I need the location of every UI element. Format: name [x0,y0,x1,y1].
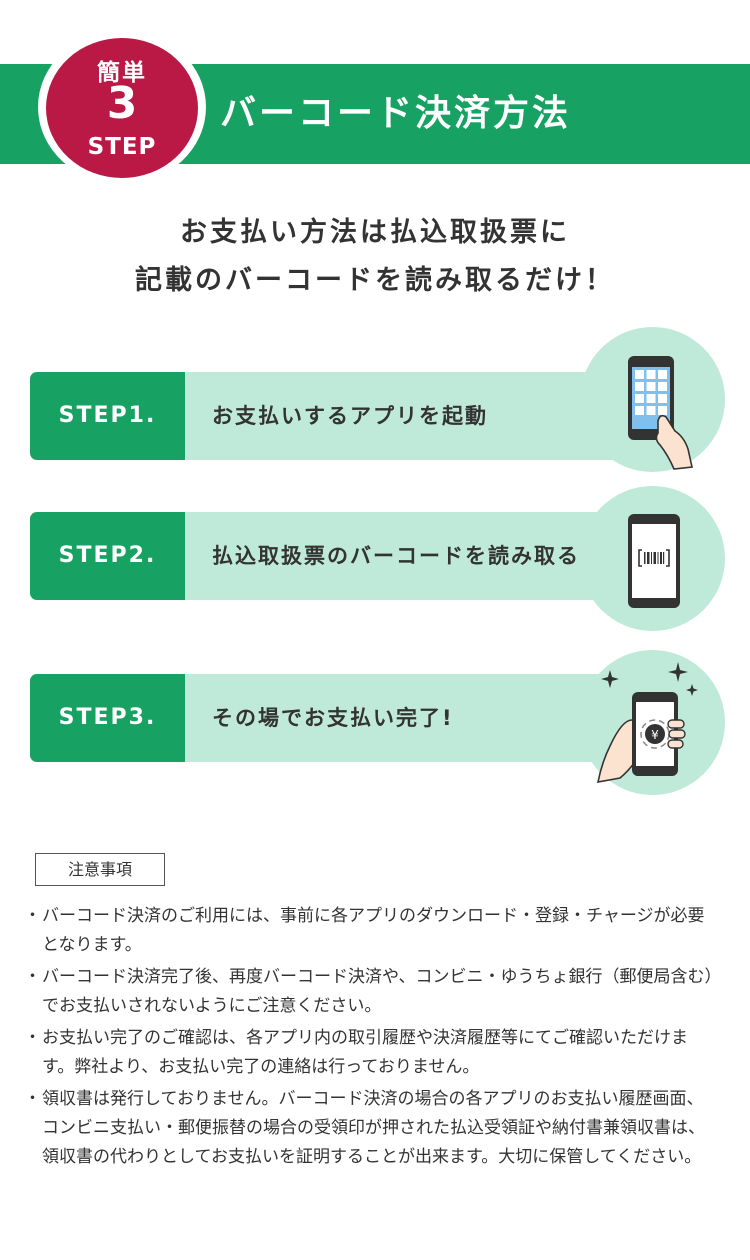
svg-text:¥: ¥ [651,728,659,742]
three-step-badge: 簡単 3 STEP [46,38,198,178]
step-1: STEP1. お支払いするアプリを起動 [30,327,725,472]
step-2-label: STEP2. [30,512,185,600]
smartphone-yen-payment-icon: ¥ [596,662,698,783]
intro-line-2: 記載のバーコードを読み取るだけ！ [135,265,615,296]
step-3-text: その場でお支払い完了! [212,706,454,730]
page-title: バーコード決済方法 [220,93,572,134]
notice-item-4: 領収書は発行しておりません。バーコード決済の場合の各アプリのお支払い履歴画面、コ… [24,1085,720,1172]
notice-label: 注意事項 [35,853,165,886]
notice-item-3: お支払い完了のご確認は、各アプリ内の取引履歴や決済履歴等にてご確認いただけます。… [24,1024,720,1082]
step-2-illustration [580,486,725,631]
step-1-illustration [580,327,725,472]
notice-item-2: バーコード決済完了後、再度バーコード決済や、コンビニ・ゆうちょ銀行（郵便局含む）… [24,963,720,1021]
badge-top-text: 簡単 [97,60,147,86]
step-3: STEP3. その場でお支払い完了! ¥ [30,650,725,795]
step-2-text: 払込取扱票のバーコードを読み取る [212,544,580,568]
step-3-label: STEP3. [30,674,185,762]
step-2: STEP2. 払込取扱票のバーコードを読み取る [30,486,725,631]
notice-item-1: バーコード決済のご利用には、事前に各アプリのダウンロード・登録・チャージが必要と… [24,902,720,960]
intro-line-1: お支払い方法は払込取扱票に [180,217,570,248]
smartphone-app-grid-icon [628,356,693,470]
badge-bottom-text: STEP [87,134,157,160]
step-3-illustration: ¥ [580,650,725,795]
smartphone-barcode-scan-icon [628,514,680,608]
badge-number: 3 [106,78,138,129]
step-1-label: STEP1. [30,372,185,460]
notice-list: バーコード決済のご利用には、事前に各アプリのダウンロード・登録・チャージが必要と… [24,902,720,1175]
step-1-text: お支払いするアプリを起動 [212,404,488,428]
